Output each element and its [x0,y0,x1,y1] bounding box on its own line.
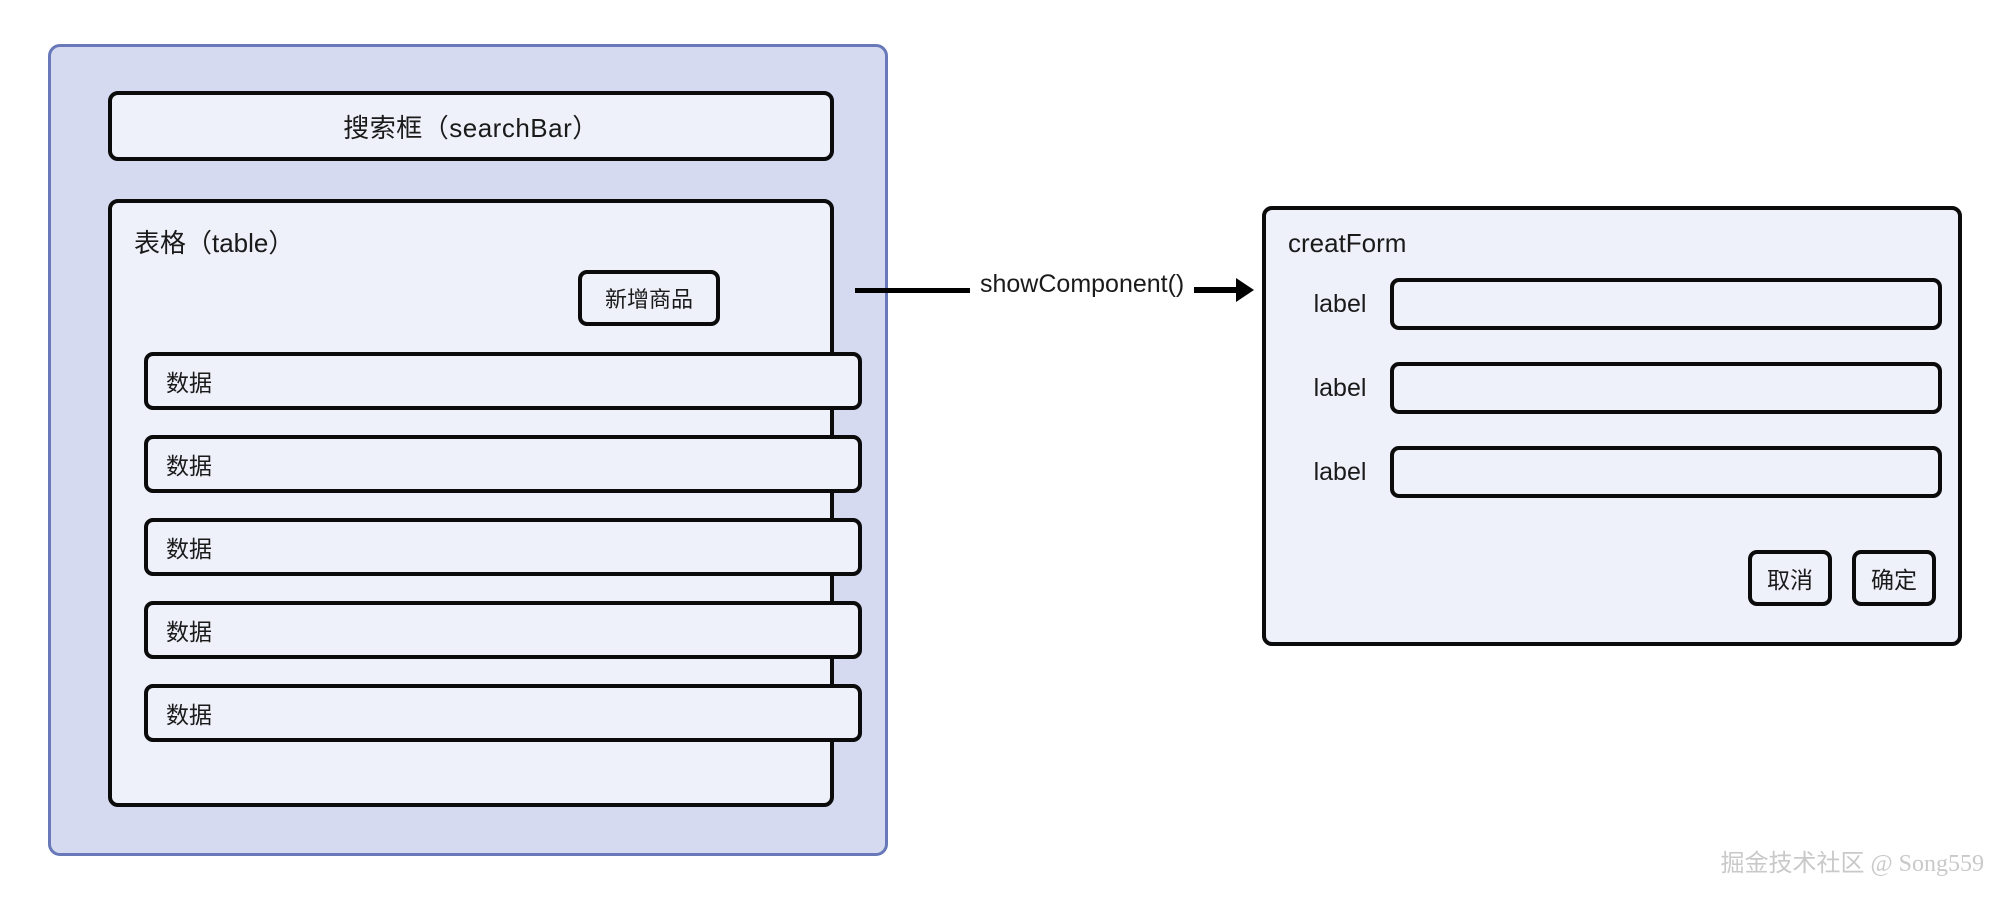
form-actions: 取消 确定 [1290,550,1936,606]
table-panel-title: 表格（table） [134,228,295,258]
page-container: 搜索框（searchBar） 表格（table） 新增商品 数据 数据 数据 数… [48,44,888,856]
form-field-input[interactable] [1390,362,1942,414]
table-row-label: 数据 [166,370,212,396]
form-field-input[interactable] [1390,446,1942,498]
table-row[interactable]: 数据 [144,435,862,493]
add-product-button[interactable]: 新增商品 [578,270,720,326]
table-row[interactable]: 数据 [144,684,862,742]
search-bar[interactable]: 搜索框（searchBar） [108,91,834,161]
table-row-label: 数据 [166,619,212,645]
cancel-button[interactable]: 取消 [1748,550,1832,606]
watermark: 掘金技术社区 @ Song559 [1720,851,1984,877]
form-field-label: label [1313,289,1367,318]
confirm-button[interactable]: 确定 [1852,550,1936,606]
search-bar-label: 搜索框（searchBar） [343,112,599,143]
create-form-panel: creatForm label label label 取消 确定 [1262,206,1962,646]
table-row-label: 数据 [166,453,212,479]
form-field-label: label [1313,373,1367,402]
form-field-input[interactable] [1390,278,1942,330]
add-product-button-label: 新增商品 [604,287,693,312]
table-row[interactable]: 数据 [144,518,862,576]
table-row-label: 数据 [166,536,212,562]
table-row[interactable]: 数据 [144,352,862,410]
create-form-title: creatForm [1288,228,1407,258]
form-field-row: label [1290,278,1942,330]
form-field-row: label [1290,446,1942,498]
connector-label: showComponent() [980,270,1185,298]
table-row-label: 数据 [166,702,212,728]
table-panel: 表格（table） 新增商品 数据 数据 数据 数据 数据 [108,199,862,807]
form-field-row: label [1290,362,1942,414]
arrow-right-icon [1194,278,1254,302]
form-field-label: label [1313,457,1367,486]
connector-line [855,288,970,293]
table-row[interactable]: 数据 [144,601,862,659]
